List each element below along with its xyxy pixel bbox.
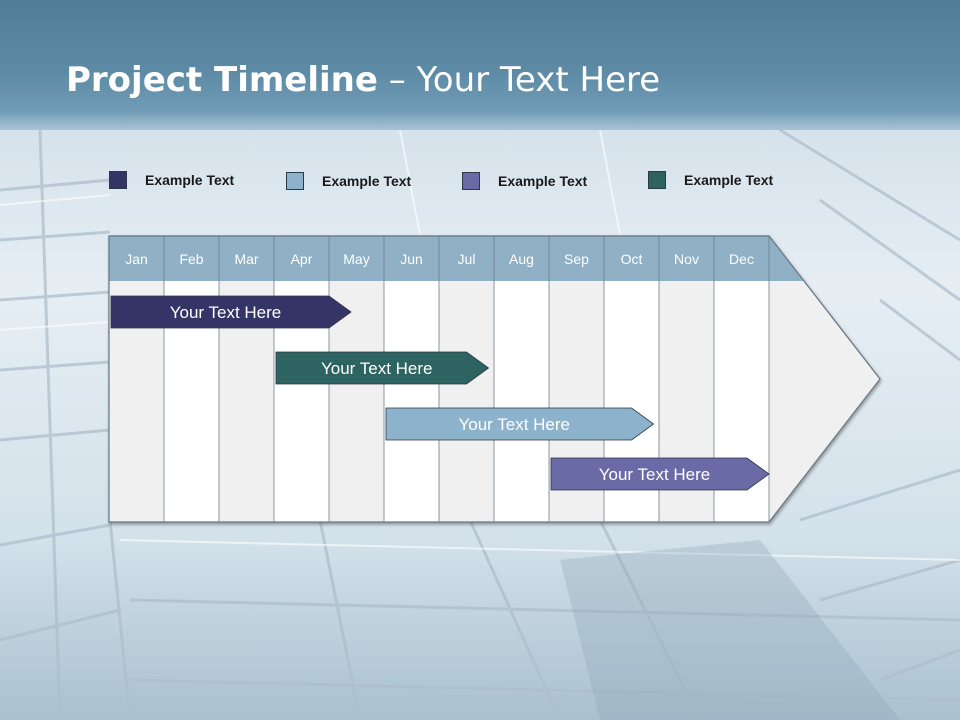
legend-swatch-1 bbox=[109, 171, 127, 189]
task-arrow-shape bbox=[110, 295, 352, 329]
task-arrow-shape bbox=[550, 457, 770, 491]
legend-swatch-2 bbox=[286, 172, 304, 190]
month-label: Feb bbox=[179, 251, 203, 267]
header-band bbox=[0, 0, 960, 130]
legend-item-3: Example Text bbox=[462, 171, 587, 191]
month-label: May bbox=[343, 251, 369, 267]
legend-label-1: Example Text bbox=[145, 172, 235, 188]
task-label: Your Text Here bbox=[321, 359, 433, 378]
month-label: Jul bbox=[458, 251, 476, 267]
legend-swatch-4 bbox=[648, 171, 666, 189]
legend-item-1: Example Text bbox=[109, 170, 234, 190]
month-label: Sep bbox=[564, 251, 589, 267]
month-label: Jan bbox=[125, 251, 148, 267]
month-label: Jun bbox=[400, 251, 423, 267]
month-header-strip bbox=[109, 236, 804, 281]
legend-swatch-3 bbox=[462, 172, 480, 190]
legend-item-2: Example Text bbox=[286, 171, 411, 191]
title-subtitle: – Your Text Here bbox=[377, 60, 661, 100]
month-label: Oct bbox=[621, 251, 643, 267]
month-label: Aug bbox=[509, 251, 534, 267]
timeline-border bbox=[108, 235, 881, 523]
month-label: Dec bbox=[729, 251, 754, 267]
task-bar: Your Text Here bbox=[110, 295, 352, 329]
task-arrow-shape bbox=[385, 407, 655, 441]
task-label: Your Text Here bbox=[170, 303, 282, 322]
legend-label-3: Example Text bbox=[498, 173, 588, 189]
month-header: Jan Feb Mar Apr May Jun Jul Aug Sep Oct Nov Dec bbox=[108, 235, 881, 523]
month-label: Nov bbox=[674, 251, 699, 267]
task-arrow-shape bbox=[275, 351, 490, 385]
task-label: Your Text Here bbox=[599, 465, 711, 484]
task-bar: Your Text Here bbox=[275, 351, 490, 385]
month-label: Mar bbox=[234, 251, 258, 267]
month-column bbox=[384, 281, 439, 522]
task-bar: Your Text Here bbox=[385, 407, 655, 441]
task-bar: Your Text Here bbox=[550, 457, 770, 491]
month-column bbox=[439, 281, 494, 522]
timeline-arrow-tip bbox=[769, 281, 880, 522]
task-label: Your Text Here bbox=[458, 415, 570, 434]
legend-item-4: Example Text bbox=[648, 170, 773, 190]
month-column bbox=[494, 281, 549, 522]
legend-label-2: Example Text bbox=[322, 173, 412, 189]
legend-label-4: Example Text bbox=[684, 172, 774, 188]
month-label: Apr bbox=[291, 251, 313, 267]
slide-title: Project Timeline – Your Text Here bbox=[66, 60, 660, 100]
title-bold: Project Timeline bbox=[66, 60, 378, 100]
